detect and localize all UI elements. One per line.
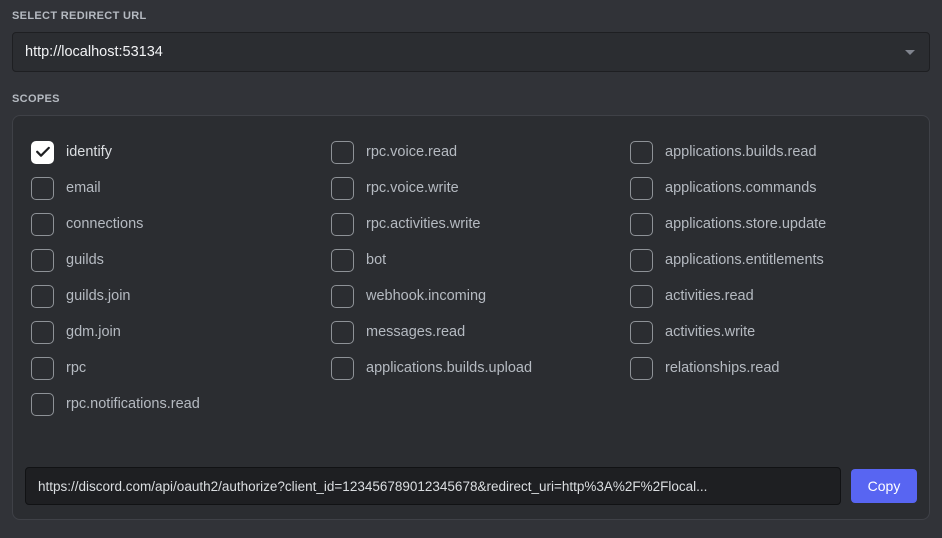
scope-item-rpc.voice.write[interactable]: rpc.voice.write	[331, 170, 630, 206]
checkbox-unchecked-icon	[31, 356, 54, 380]
scope-item-rpc[interactable]: rpc	[31, 350, 331, 386]
scope-item-messages.read[interactable]: messages.read	[331, 314, 630, 350]
checkbox-unchecked-icon	[630, 140, 653, 164]
scopes-panel: identify email connections guilds guilds.joi…	[12, 115, 930, 520]
scope-label: identify	[66, 144, 112, 160]
scope-item-bot[interactable]: bot	[331, 242, 630, 278]
generated-url-text: https://discord.com/api/oauth2/authorize…	[38, 478, 708, 494]
checkbox-unchecked-icon	[31, 392, 54, 416]
scope-label: activities.write	[665, 324, 756, 340]
scope-label: bot	[366, 252, 387, 268]
checkbox-unchecked-icon	[31, 212, 54, 236]
generated-url-field[interactable]: https://discord.com/api/oauth2/authorize…	[25, 467, 841, 505]
checkbox-checked-icon	[31, 140, 54, 164]
checkbox-unchecked-icon	[630, 320, 653, 344]
scope-label: webhook.incoming	[366, 288, 487, 304]
scope-item-applications.store.update[interactable]: applications.store.update	[630, 206, 911, 242]
scope-label: rpc	[66, 360, 87, 376]
checkbox-unchecked-icon	[331, 248, 354, 272]
redirect-url-selected-value: http://localhost:53134	[25, 44, 163, 60]
scope-item-guilds[interactable]: guilds	[31, 242, 331, 278]
checkbox-unchecked-icon	[630, 212, 653, 236]
scopes-grid: identify email connections guilds guilds.joi…	[31, 134, 911, 422]
checkbox-unchecked-icon	[31, 176, 54, 200]
scope-label: gdm.join	[66, 324, 121, 340]
scope-item-applications.commands[interactable]: applications.commands	[630, 170, 911, 206]
scope-label: applications.builds.read	[665, 144, 817, 160]
scope-label: applications.store.update	[665, 216, 827, 232]
scopes-section-label: SCOPES	[12, 93, 60, 105]
checkbox-unchecked-icon	[31, 248, 54, 272]
scope-label: rpc.voice.write	[366, 180, 459, 196]
scope-label: rpc.notifications.read	[66, 396, 200, 412]
scope-item-activities.read[interactable]: activities.read	[630, 278, 911, 314]
scope-label: activities.read	[665, 288, 754, 304]
scope-item-email[interactable]: email	[31, 170, 331, 206]
scope-item-identify[interactable]: identify	[31, 134, 331, 170]
scope-label: applications.entitlements	[665, 252, 824, 268]
scope-item-rpc.notifications.read[interactable]: rpc.notifications.read	[31, 386, 331, 422]
scope-label: rpc.activities.write	[366, 216, 481, 232]
checkbox-unchecked-icon	[630, 248, 653, 272]
scope-label: rpc.voice.read	[366, 144, 458, 160]
scope-item-rpc.voice.read[interactable]: rpc.voice.read	[331, 134, 630, 170]
checkbox-unchecked-icon	[331, 212, 354, 236]
scope-item-gdm.join[interactable]: gdm.join	[31, 314, 331, 350]
checkbox-unchecked-icon	[331, 176, 354, 200]
redirect-url-section-label: SELECT REDIRECT URL	[12, 10, 147, 22]
scope-label: connections	[66, 216, 144, 232]
redirect-url-select[interactable]: http://localhost:53134	[12, 32, 930, 72]
scope-item-relationships.read[interactable]: relationships.read	[630, 350, 911, 386]
scope-item-applications.entitlements[interactable]: applications.entitlements	[630, 242, 911, 278]
checkbox-unchecked-icon	[630, 284, 653, 308]
checkbox-unchecked-icon	[331, 320, 354, 344]
copy-button[interactable]: Copy	[851, 469, 917, 503]
scope-label: applications.commands	[665, 180, 817, 196]
scope-label: relationships.read	[665, 360, 780, 376]
scope-label: guilds.join	[66, 288, 131, 304]
checkbox-unchecked-icon	[331, 140, 354, 164]
checkbox-unchecked-icon	[331, 356, 354, 380]
checkbox-unchecked-icon	[31, 284, 54, 308]
checkbox-unchecked-icon	[630, 176, 653, 200]
scope-item-activities.write[interactable]: activities.write	[630, 314, 911, 350]
chevron-down-icon	[905, 49, 915, 55]
scope-item-applications.builds.upload[interactable]: applications.builds.upload	[331, 350, 630, 386]
scope-item-applications.builds.read[interactable]: applications.builds.read	[630, 134, 911, 170]
scope-label: messages.read	[366, 324, 466, 340]
scope-label: applications.builds.upload	[366, 360, 533, 376]
scope-item-guilds.join[interactable]: guilds.join	[31, 278, 331, 314]
checkbox-unchecked-icon	[31, 320, 54, 344]
scope-label: guilds	[66, 252, 104, 268]
scope-label: email	[66, 180, 101, 196]
checkbox-unchecked-icon	[630, 356, 653, 380]
checkbox-unchecked-icon	[331, 284, 354, 308]
scope-item-rpc.activities.write[interactable]: rpc.activities.write	[331, 206, 630, 242]
scope-item-webhook.incoming[interactable]: webhook.incoming	[331, 278, 630, 314]
generated-url-row: https://discord.com/api/oauth2/authorize…	[25, 467, 917, 505]
scope-item-connections[interactable]: connections	[31, 206, 331, 242]
